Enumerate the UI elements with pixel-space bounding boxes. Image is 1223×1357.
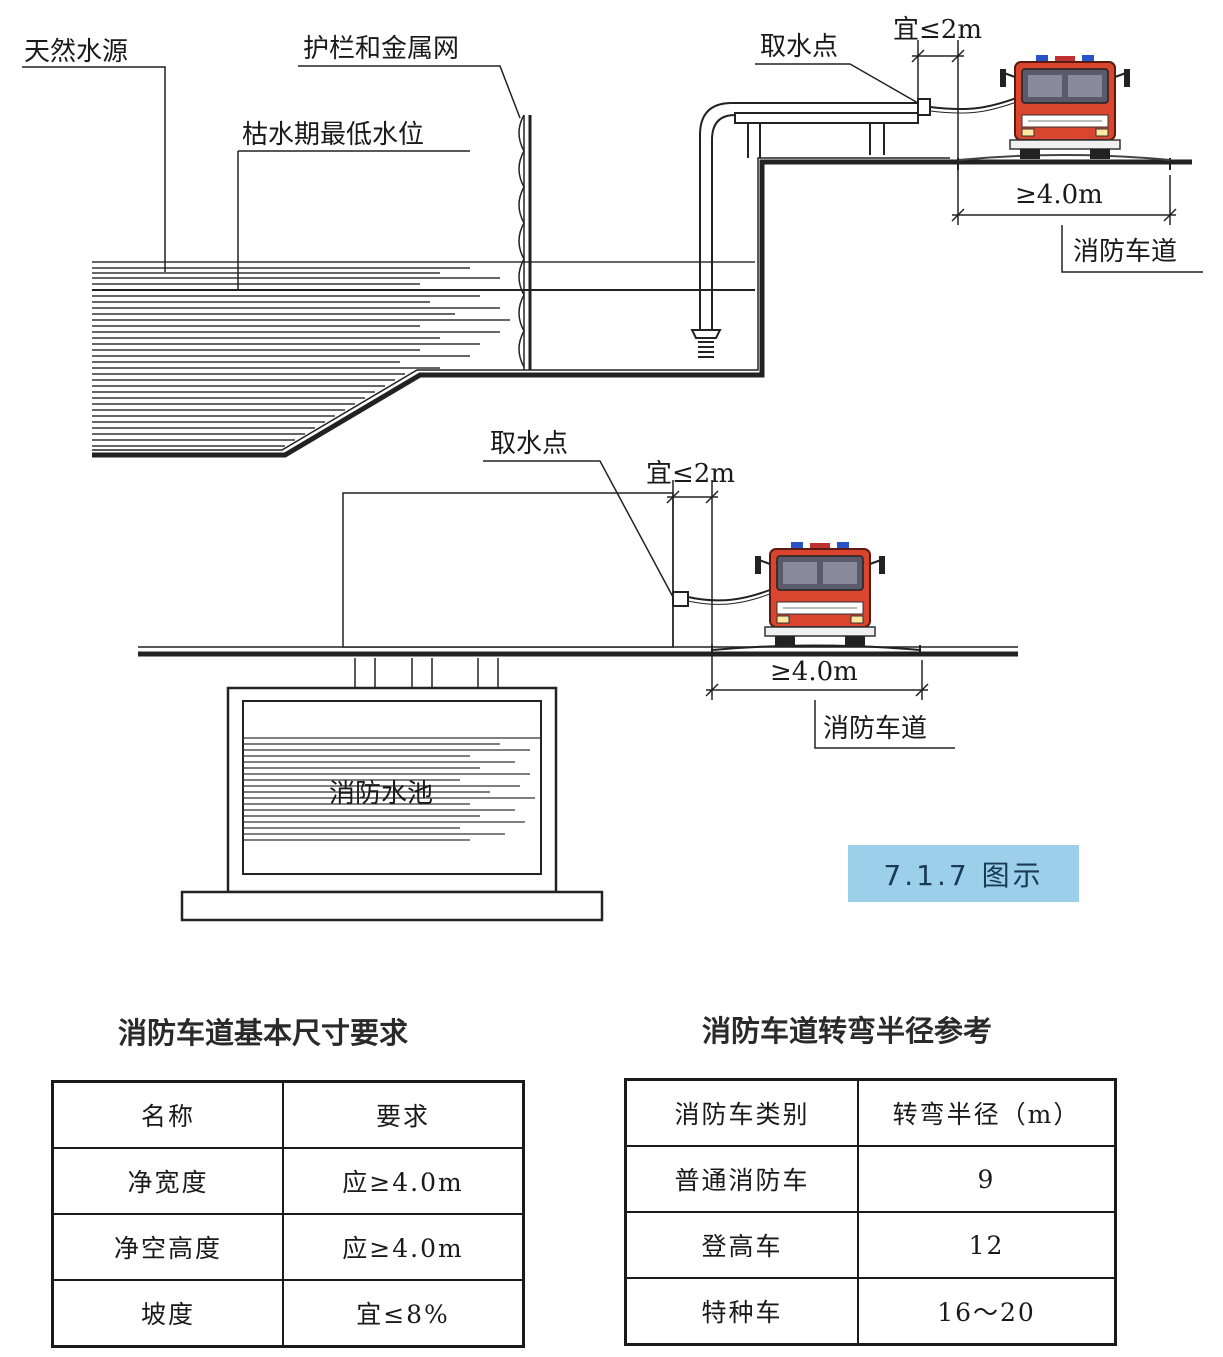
label-road-width-top: ≥4.0m bbox=[1015, 180, 1103, 210]
svg-text:消防车道: 消防车道 bbox=[823, 714, 927, 744]
fire-water-intake-diagram: 天然水源 护栏和金属网 枯水期最低水位 取水点 宜≤2m ≥4.0m 消防车道 bbox=[22, 15, 1203, 922]
label-distance-top: 宜≤2m bbox=[893, 15, 982, 45]
label-distance-bottom: 宜≤2m bbox=[646, 459, 735, 489]
table-turning-radius: 消防车类别 转弯半径（m） 普通消防车 9 登高车 12 特种车 16～20 bbox=[624, 1078, 1117, 1346]
svg-text:枯水期最低水位: 枯水期最低水位 bbox=[242, 120, 424, 150]
label-natural-water: 天然水源 bbox=[22, 37, 166, 272]
table-header-row: 消防车类别 转弯半径（m） bbox=[624, 1078, 1117, 1147]
table-header-cell: 名称 bbox=[51, 1080, 284, 1149]
svg-text:取水点: 取水点 bbox=[490, 429, 568, 459]
label-fence: 护栏和金属网 bbox=[298, 34, 521, 119]
table-cell: 应≥4.0m bbox=[282, 1213, 525, 1281]
table-row: 坡度 宜≤8% bbox=[51, 1279, 525, 1348]
dimension-top bbox=[911, 40, 1177, 225]
dimension-bottom bbox=[666, 480, 929, 700]
figure-caption: 7.1.7 图示 bbox=[848, 845, 1079, 902]
table-cell: 9 bbox=[857, 1145, 1117, 1213]
table-header-cell: 消防车类别 bbox=[624, 1078, 859, 1147]
label-intake-bottom: 取水点 bbox=[483, 429, 674, 598]
svg-text:取水点: 取水点 bbox=[760, 32, 838, 62]
table-cell: 应≥4.0m bbox=[282, 1147, 525, 1215]
label-road-width-bottom: ≥4.0m bbox=[770, 657, 858, 687]
table2-title: 消防车道转弯半径参考 bbox=[702, 1014, 993, 1048]
intake-structure-bottom bbox=[672, 587, 776, 607]
fire-truck-bottom bbox=[754, 541, 886, 647]
fence-and-mesh bbox=[518, 114, 532, 370]
table-row: 特种车 16～20 bbox=[624, 1277, 1117, 1346]
table-row: 登高车 12 bbox=[624, 1211, 1117, 1279]
water-body bbox=[92, 261, 755, 447]
label-pool: 消防水池 bbox=[329, 779, 433, 809]
intake-structure-top bbox=[690, 95, 1023, 358]
fire-water-pool: 消防水池 bbox=[180, 686, 604, 922]
table-cell: 宜≤8% bbox=[282, 1279, 525, 1348]
table-cell: 普通消防车 bbox=[624, 1145, 859, 1213]
label-intake-top: 取水点 bbox=[755, 32, 919, 104]
svg-text:消防车道: 消防车道 bbox=[1073, 237, 1177, 267]
table-cell: 12 bbox=[857, 1211, 1117, 1279]
table-row: 净宽度 应≥4.0m bbox=[51, 1147, 525, 1215]
table-cell: 坡度 bbox=[51, 1279, 284, 1348]
table-cell: 16～20 bbox=[857, 1277, 1117, 1346]
table1-title: 消防车道基本尺寸要求 bbox=[118, 1016, 409, 1050]
table-cell: 特种车 bbox=[624, 1277, 859, 1346]
label-fire-lane-top: 消防车道 bbox=[1061, 225, 1203, 273]
table-header-cell: 转弯半径（m） bbox=[857, 1078, 1117, 1147]
table-cell: 净空高度 bbox=[51, 1213, 284, 1281]
fire-truck-top bbox=[999, 54, 1131, 160]
svg-text:护栏和金属网: 护栏和金属网 bbox=[303, 34, 459, 64]
table-cell: 登高车 bbox=[624, 1211, 859, 1279]
label-fire-lane-bottom: 消防车道 bbox=[814, 700, 955, 749]
pump-house bbox=[342, 492, 674, 648]
riverbed-profile bbox=[92, 159, 1192, 458]
table-header-cell: 要求 bbox=[282, 1080, 525, 1149]
label-low-water: 枯水期最低水位 bbox=[237, 120, 470, 290]
table-fire-lane-dimensions: 名称 要求 净宽度 应≥4.0m 净空高度 应≥4.0m 坡度 宜≤8% bbox=[51, 1080, 525, 1348]
table-cell: 净宽度 bbox=[51, 1147, 284, 1215]
table-row: 普通消防车 9 bbox=[624, 1145, 1117, 1213]
svg-text:天然水源: 天然水源 bbox=[24, 37, 128, 67]
table-row: 净空高度 应≥4.0m bbox=[51, 1213, 525, 1281]
table-header-row: 名称 要求 bbox=[51, 1080, 525, 1149]
